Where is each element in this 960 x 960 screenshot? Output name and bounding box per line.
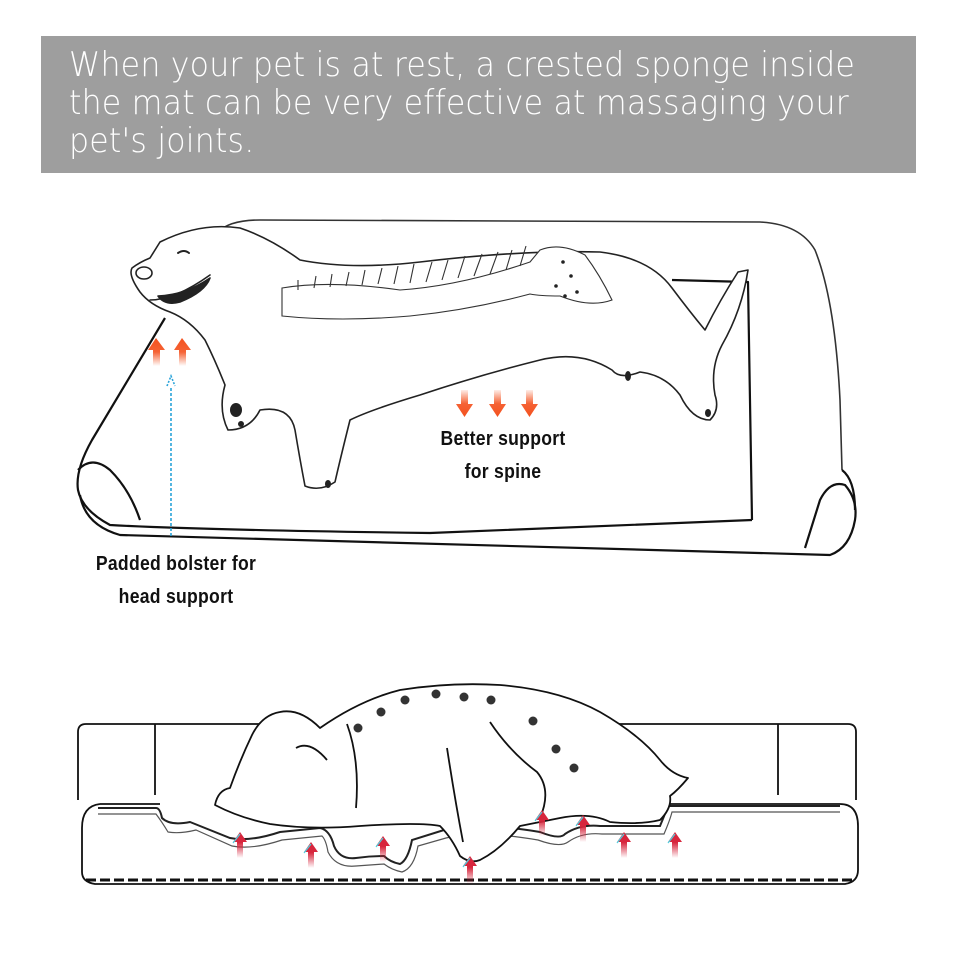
bolster-pointer-line [166, 373, 176, 538]
spine-support-label-line2: for spine [464, 461, 542, 483]
head-support-arrows-icon [148, 338, 191, 366]
caption-text: When your pet is at rest, a crested spon… [69, 45, 856, 161]
caption-banner: When your pet is at rest, a crested spon… [41, 36, 916, 173]
bolster-bed [76, 219, 857, 557]
mat-cross-section [77, 723, 859, 885]
bolster-label-line1: Padded bolster for [95, 553, 257, 575]
spine-support-label: Better support for spine [419, 423, 586, 489]
bolster-label: Padded bolster for head support [74, 548, 278, 614]
pressure-arrows-icon [232, 810, 682, 884]
spine-support-label-line1: Better support [440, 428, 566, 450]
spine-drawing [281, 245, 613, 320]
spine-dots [353, 689, 579, 773]
dog-cross-section-drawing [214, 683, 689, 863]
spine-support-arrows-icon [456, 390, 538, 417]
bolster-label-line2: head support [118, 586, 234, 608]
